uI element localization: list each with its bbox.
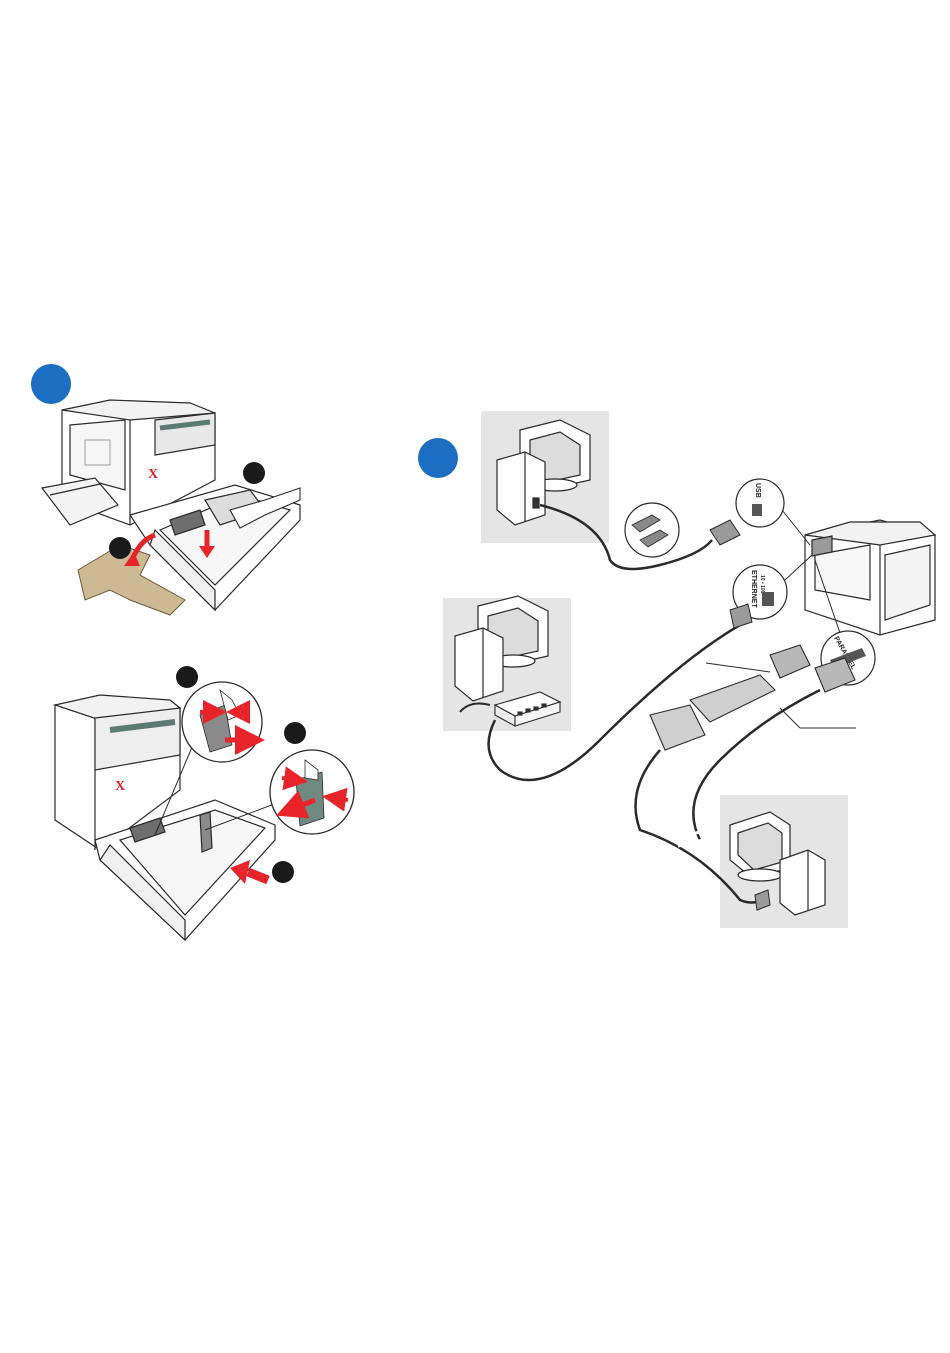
printer-logo-upper: X [148, 467, 158, 482]
leader-usb [782, 510, 810, 545]
printer-right [805, 520, 935, 635]
substep-dot-2 [109, 537, 131, 559]
step-badge-right [418, 438, 458, 478]
substep-dot-4 [284, 722, 306, 744]
leader-cable-a [706, 663, 770, 672]
red-arrow-push [248, 872, 268, 880]
substep-dot-3 [176, 666, 198, 688]
usb-port-label: USB [754, 483, 761, 498]
substep-dot-1 [243, 462, 265, 484]
printer-logo-lower: X [115, 779, 125, 794]
usb-port-icon [752, 504, 762, 516]
parallel-connector-b [650, 705, 705, 750]
ethernet-jack-icon [762, 592, 774, 606]
parallel-adapter-a [690, 675, 775, 722]
step-badge-left [31, 364, 71, 404]
ethernet-speed-label: 10 • 100 [759, 575, 765, 594]
usb-plug-zoom [625, 503, 679, 557]
substep-dot-5 [272, 861, 294, 883]
usb-plug [710, 520, 740, 545]
ethernet-port-label: ETHERNET [750, 570, 757, 608]
ethernet-plug [730, 604, 752, 628]
